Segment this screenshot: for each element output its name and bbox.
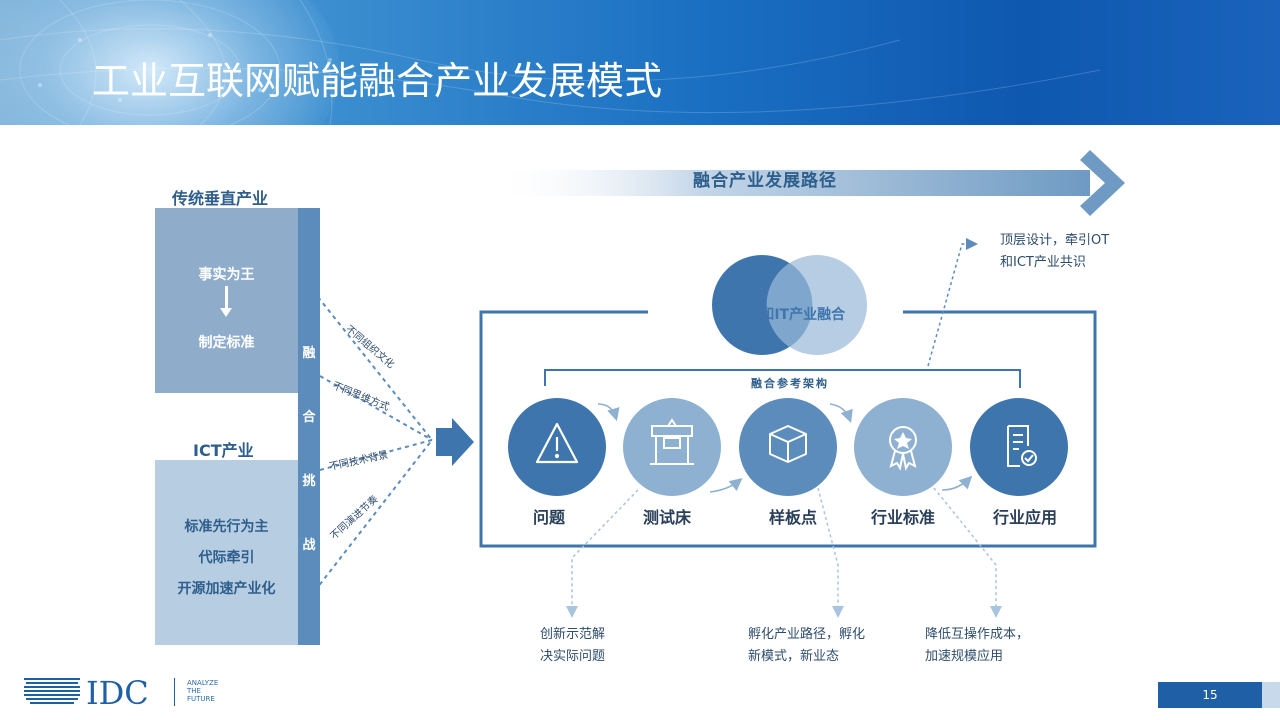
warning-icon <box>535 422 579 464</box>
line-culture <box>297 271 433 441</box>
tagline-line-2: THE <box>187 687 201 695</box>
node-circle-application <box>970 398 1068 496</box>
connector-note-2 <box>817 487 844 618</box>
traditional-industry-box: 事实为王 制定标准 <box>155 208 298 393</box>
ict-line-1: 标准先行为主 <box>184 519 269 535</box>
note-bottom-1: 创新示范解 决实际问题 <box>540 624 605 668</box>
header-glow <box>0 0 340 125</box>
arrow-standard-to-application <box>941 475 973 491</box>
arrow-sample-to-standard <box>829 403 853 424</box>
arrow-testbed-to-sample <box>709 477 743 493</box>
connector-note-1 <box>566 489 639 618</box>
note-bottom-2-line-1: 孵化产业路径，孵化 <box>748 627 866 642</box>
traditional-line-2: 制定标准 <box>198 335 255 351</box>
arrow-problem-to-testbed <box>597 403 620 422</box>
challenge-char-1: 融 <box>302 346 316 361</box>
note-bottom-2: 孵化产业路径，孵化 新模式，新业态 <box>748 624 865 668</box>
idc-logo: IDC <box>24 670 179 714</box>
challenge-tech: 不同技术背景 <box>328 448 389 473</box>
idc-tagline: ANALYZE THE FUTURE <box>187 679 218 703</box>
tagline-line-1: ANALYZE <box>187 679 219 687</box>
ict-line-3: 开源加速产业化 <box>177 581 276 597</box>
note-bottom-2-line-2: 新模式，新业态 <box>748 649 840 664</box>
award-icon <box>889 426 917 471</box>
note-top-right: 顶层设计，牵引OT 和ICT产业共识 <box>1000 230 1109 274</box>
node-label-testbed: 测试床 <box>642 508 691 527</box>
enter-arrow <box>436 418 474 466</box>
reference-label: 融合参考架构 <box>751 376 829 390</box>
note-top-right-line-2: 和ICT产业共识 <box>1000 255 1086 270</box>
challenge-char-4: 战 <box>302 538 316 553</box>
connector-note-3 <box>933 487 1002 618</box>
header-network-pattern <box>0 0 1101 125</box>
challenge-char-3: 挑 <box>302 474 316 489</box>
down-arrow-shaft <box>225 286 228 310</box>
fusion-venn: OT和IT产业融合 <box>712 255 867 355</box>
reference-bracket <box>544 369 1021 388</box>
fusion-label: OT和IT产业融合 <box>739 306 846 323</box>
line-tech <box>319 439 433 471</box>
challenge-lines <box>297 271 433 611</box>
connector-top-right-note <box>927 238 978 367</box>
idc-logo-text: IDC <box>86 674 149 710</box>
line-thinking <box>319 375 433 441</box>
ict-line-2: 代际牵引 <box>198 550 255 566</box>
page-title: 工业互联网赋能融合产业发展模式 <box>92 59 663 103</box>
note-bottom-1-line-1: 创新示范解 <box>540 627 606 642</box>
node-label-problem: 问题 <box>532 508 565 527</box>
note-top-right-line-1: 顶层设计，牵引OT <box>1000 233 1110 248</box>
node-circle-standard <box>854 398 952 496</box>
framework-frame <box>479 310 1097 548</box>
fusion-challenge-bar: 融 合 挑 战 <box>298 208 320 645</box>
box-icon <box>769 425 807 463</box>
tagline-line-3: FUTURE <box>187 695 215 703</box>
testbed-icon <box>650 418 694 465</box>
development-path-arrow <box>490 150 1125 216</box>
document-check-icon <box>1007 425 1037 467</box>
challenge-culture: 不同组织文化 <box>343 322 397 371</box>
node-label-sample: 样板点 <box>768 508 817 527</box>
line-pace <box>299 439 433 611</box>
ict-heading: ICT产业 <box>193 441 254 460</box>
path-title: 融合产业发展路径 <box>693 171 837 191</box>
page-number: 15 <box>1158 682 1262 708</box>
challenge-char-2: 合 <box>302 410 316 425</box>
note-bottom-3: 降低互操作成本， 加速规模应用 <box>925 624 1029 668</box>
ict-industry-box: 标准先行为主 代际牵引 开源加速产业化 <box>155 460 298 645</box>
note-bottom-3-line-1: 降低互操作成本， <box>925 627 1030 642</box>
page-number-tail <box>1262 682 1280 708</box>
node-label-application: 行业应用 <box>992 508 1057 527</box>
header-banner: 工业互联网赋能融合产业发展模式 <box>0 0 1280 125</box>
down-arrow-icon <box>220 308 232 317</box>
challenge-thinking: 不同思维方式 <box>331 379 392 414</box>
traditional-heading: 传统垂直产业 <box>172 189 269 208</box>
note-bottom-3-line-2: 加速规模应用 <box>925 649 1004 664</box>
note-bottom-1-line-2: 决实际问题 <box>540 649 606 664</box>
traditional-line-1: 事实为王 <box>198 267 255 283</box>
node-label-standard: 行业标准 <box>870 508 935 527</box>
challenge-pace: 不同演进节奏 <box>327 492 380 542</box>
